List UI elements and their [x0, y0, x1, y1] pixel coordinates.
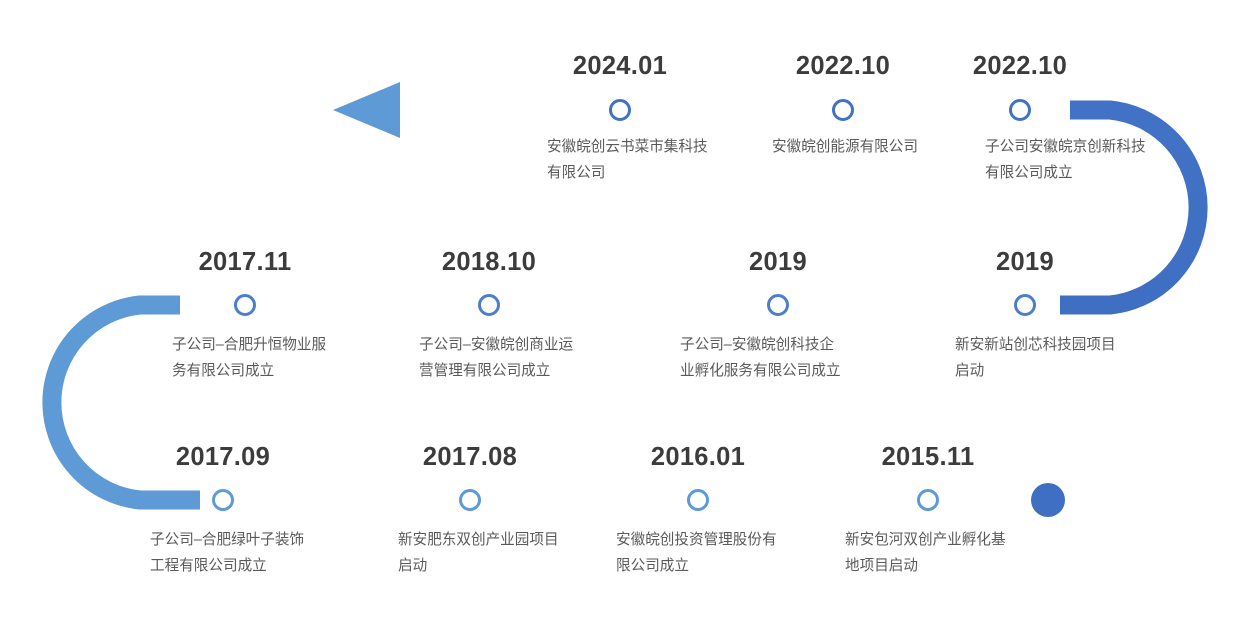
event-description: 子公司安徽皖京创新科技有限公司成立: [985, 139, 1146, 181]
event-description: 安徽皖创投资管理股份有限公司成立: [616, 532, 777, 574]
event-description: 安徽皖创云书菜市集科技有限公司: [547, 139, 708, 181]
event-date-label: 2016.01: [650, 443, 746, 471]
event-description: 子公司–合肥升恒物业服务有限公司成立: [172, 337, 327, 379]
event-date-label: 2019: [996, 248, 1054, 276]
event-description: 子公司–安徽皖创商业运营管理有限公司成立: [419, 337, 574, 379]
event-description: 新安新站创芯科技园项目启动: [955, 337, 1116, 379]
event-description: 新安包河双创产业孵化基地项目启动: [845, 532, 1006, 574]
event-date-label: 2024.01: [572, 52, 668, 80]
event-date-label: 2019: [749, 248, 807, 276]
event-date-label: 2022.10: [972, 52, 1068, 80]
event-marker-icon[interactable]: [917, 489, 939, 511]
event-date-label: 2018.10: [441, 248, 537, 276]
event-marker-icon[interactable]: [767, 294, 789, 316]
event-marker-icon[interactable]: [609, 99, 631, 121]
event-description: 子公司–合肥绿叶子装饰工程有限公司成立: [150, 532, 305, 574]
event-date-label: 2017.08: [422, 443, 518, 471]
timeline-end-dot-icon: [1031, 483, 1065, 517]
timeline-arrow-head-icon: [333, 82, 400, 138]
event-marker-icon[interactable]: [1014, 294, 1036, 316]
event-marker-icon[interactable]: [1009, 99, 1031, 121]
event-description: 安徽皖创能源有限公司: [772, 139, 918, 155]
event-marker-icon[interactable]: [687, 489, 709, 511]
event-date-label: 2017.09: [175, 443, 271, 471]
event-marker-icon[interactable]: [212, 489, 234, 511]
event-marker-icon[interactable]: [234, 294, 256, 316]
event-marker-icon[interactable]: [459, 489, 481, 511]
event-marker-icon[interactable]: [478, 294, 500, 316]
event-date-label: 2017.11: [198, 248, 292, 276]
event-date-label: 2015.11: [881, 443, 975, 471]
event-marker-icon[interactable]: [832, 99, 854, 121]
event-date-label: 2022.10: [795, 52, 891, 80]
event-description: 子公司–安徽皖创科技企业孵化服务有限公司成立: [680, 337, 841, 379]
event-description: 新安肥东双创产业园项目启动: [398, 532, 559, 574]
